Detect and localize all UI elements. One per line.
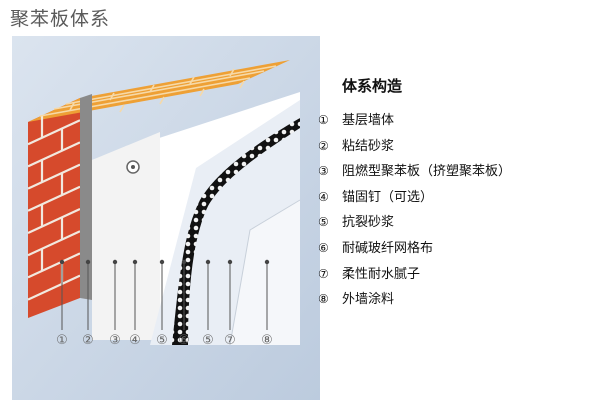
legend-number: ④: [318, 189, 329, 204]
callout-leaders: [59, 259, 270, 330]
callout-dot: [181, 259, 187, 265]
callout-number: ⑦: [224, 333, 236, 348]
callout-dot: [205, 259, 211, 265]
page-title: 聚苯板体系: [10, 8, 111, 30]
legend-item: ④ 锚固钉（可选）: [318, 185, 511, 211]
callout-number: ①: [56, 333, 68, 348]
callout-number: ⑥: [178, 333, 190, 348]
legend-label: 阻燃型聚苯板（挤塑聚苯板）: [342, 164, 512, 180]
legend-label: 锚固钉（可选）: [342, 189, 434, 205]
legend-item: ⑤ 抗裂砂浆: [318, 210, 511, 236]
callout-number: ④: [129, 333, 141, 348]
legend-list: ① 基层墙体 ② 粘结砂浆 ③ 阻燃型聚苯板（挤塑聚苯板） ④ 锚固钉（可选） ⑤ 抗裂砂浆 ⑥ 耐碱…: [318, 108, 511, 313]
legend-item: ③ 阻燃型聚苯板（挤塑聚苯板）: [318, 159, 511, 185]
callout-dot: [112, 259, 118, 265]
legend-item: ⑧ 外墙涂料: [318, 287, 511, 313]
callout-dot: [59, 259, 65, 265]
adhesive-mortar-layer: [80, 94, 92, 300]
legend-item: ⑥ 耐碱玻纤网格布: [318, 236, 511, 262]
legend: 体系构造 ① 基层墙体 ② 粘结砂浆 ③ 阻燃型聚苯板（挤塑聚苯板） ④ 锚固钉（可选） ⑤ 抗裂…: [318, 75, 511, 313]
legend-heading: 体系构造: [342, 77, 403, 95]
callout-number: ②: [82, 333, 94, 348]
fiberglass-mesh-layer: [172, 118, 300, 345]
callout-number: ③: [109, 333, 121, 348]
callout-number: ⑤: [156, 333, 168, 348]
callout-dot: [132, 259, 138, 265]
callout-number: ⑤: [202, 333, 214, 348]
legend-number: ③: [318, 164, 329, 179]
legend-number: ⑦: [318, 266, 329, 281]
anchor-nail-icon: [126, 160, 140, 174]
legend-item: ⑦ 柔性耐水腻子: [318, 262, 511, 288]
callout-dot: [227, 259, 233, 265]
legend-number: ⑤: [318, 215, 329, 230]
callout-dot: [264, 259, 270, 265]
legend-label: 柔性耐水腻子: [342, 266, 421, 282]
legend-item: ② 粘结砂浆: [318, 134, 511, 160]
callout-dot: [159, 259, 165, 265]
legend-label: 外墙涂料: [342, 292, 395, 308]
legend-label: 基层墙体: [342, 113, 395, 128]
callout-dot: [85, 259, 91, 265]
legend-label: 耐碱玻纤网格布: [342, 240, 434, 256]
callout-number: ⑧: [261, 333, 273, 348]
legend-number: ⑧: [318, 292, 329, 307]
legend-item: ① 基层墙体: [318, 108, 511, 134]
legend-label: 粘结砂浆: [342, 138, 395, 154]
legend-number: ⑥: [318, 240, 329, 255]
finish-coat-layer: [230, 200, 300, 345]
legend-number: ②: [318, 138, 329, 153]
legend-number: ①: [318, 113, 329, 127]
legend-label: 抗裂砂浆: [342, 215, 395, 231]
